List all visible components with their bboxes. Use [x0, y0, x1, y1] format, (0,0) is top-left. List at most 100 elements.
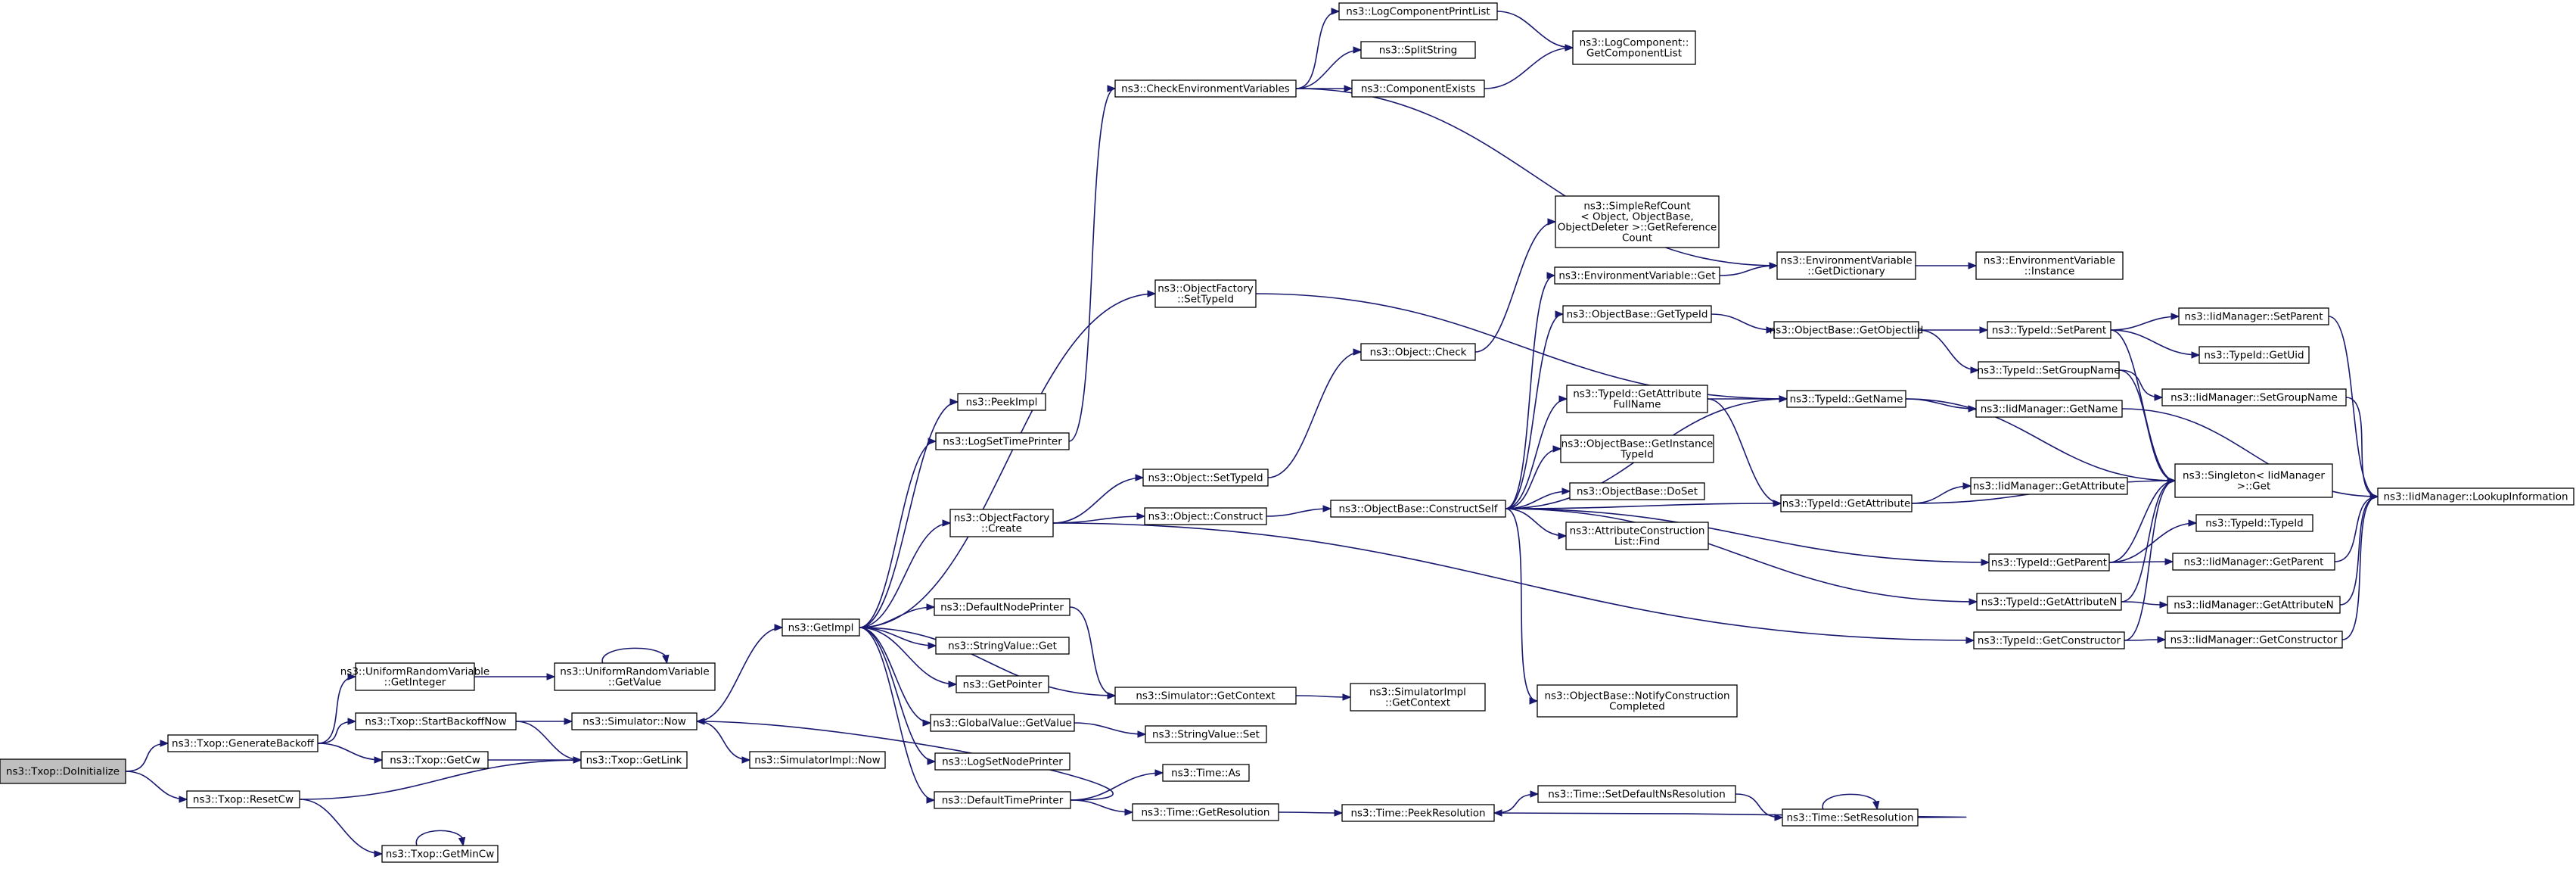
- node-get-cw[interactable]: ns3::Txop::GetCw: [381, 751, 489, 769]
- node-obj-check[interactable]: ns3::Object::Check: [1360, 343, 1476, 361]
- node-sim-get-context[interactable]: ns3::Simulator::GetContext: [1114, 687, 1297, 705]
- node-label: ns3::SplitString: [1379, 45, 1458, 57]
- node-string-value-set[interactable]: ns3::StringValue::Set: [1145, 725, 1267, 743]
- node-gv-get-value[interactable]: ns3::GlobalValue::GetValue: [930, 714, 1075, 732]
- node-ti-set-group-name[interactable]: ns3::TypeId::SetGroupName: [1977, 361, 2121, 379]
- edge-ob-construct-self-to-env-var-get: [1505, 272, 1556, 509]
- node-ti-get-parent[interactable]: ns3::TypeId::GetParent: [1988, 553, 2110, 571]
- node-time-peek-res[interactable]: ns3::Time::PeekResolution: [1341, 804, 1495, 822]
- node-env-var-instance[interactable]: ns3::EnvironmentVariable::Instance: [1975, 251, 2124, 280]
- node-check-env[interactable]: ns3::CheckEnvironmentVariables: [1114, 79, 1297, 98]
- node-simple-ref-count[interactable]: ns3::SimpleRefCount< Object, ObjectBase,…: [1555, 195, 1720, 248]
- node-label: ns3::EnvironmentVariable: [1984, 255, 2115, 267]
- node-ti-get-name[interactable]: ns3::TypeId::GetName: [1786, 390, 1906, 408]
- node-get-link[interactable]: ns3::Txop::GetLink: [580, 751, 688, 769]
- node-iid-get-parent[interactable]: ns3::IidManager::GetParent: [2172, 553, 2335, 571]
- edge-default-node-printer-to-sim-get-context: [1069, 606, 1117, 699]
- edge-env-var-get-to-env-var-get-dict: [1719, 262, 1779, 276]
- edge-ob-get-object-iid-to-ti-set-group-name: [1918, 329, 1980, 374]
- node-do-initialize[interactable]: ns3::Txop::DoInitialize: [0, 758, 126, 784]
- node-of-set-type-id[interactable]: ns3::ObjectFactory::SetTypeId: [1154, 279, 1257, 308]
- node-get-pointer[interactable]: ns3::GetPointer: [956, 675, 1049, 693]
- node-label: ns3::Time::As: [1171, 768, 1241, 780]
- node-ob-notify[interactable]: ns3::ObjectBase::NotifyConstructionCompl…: [1537, 684, 1738, 718]
- node-ti-type-id[interactable]: ns3::TypeId::TypeId: [2195, 514, 2313, 532]
- node-label: ns3::Txop::ResetCw: [193, 794, 294, 806]
- node-log-comp-print-list[interactable]: ns3::LogComponentPrintList: [1338, 2, 1498, 20]
- node-default-node-printer[interactable]: ns3::DefaultNodePrinter: [934, 598, 1070, 616]
- node-of-create[interactable]: ns3::ObjectFactory::Create: [949, 509, 1054, 537]
- node-time-set-def-ns-res[interactable]: ns3::Time::SetDefaultNsResolution: [1537, 785, 1736, 803]
- node-iid-get-constructor[interactable]: ns3::IidManager::GetConstructor: [2164, 631, 2343, 649]
- node-string-value-get[interactable]: ns3::StringValue::Get: [935, 637, 1070, 655]
- node-box: [2161, 388, 2347, 406]
- edge-iid-set-parent-to-iid-lookup: [2328, 316, 2379, 500]
- edge-sim-now-to-get-impl: [696, 624, 784, 722]
- node-ti-get-attribute[interactable]: ns3::TypeId::GetAttribute: [1780, 494, 1913, 512]
- node-default-time-printer[interactable]: ns3::DefaultTimePrinter: [934, 791, 1071, 809]
- edge-get-cw-to-get-link: [488, 756, 583, 764]
- node-sim-impl-get-context[interactable]: ns3::SimulatorImpl::GetContext: [1350, 683, 1486, 712]
- node-obj-set-type-id[interactable]: ns3::Object::SetTypeId: [1142, 469, 1269, 487]
- node-singleton-get[interactable]: ns3::Singleton< IidManager>::Get: [2174, 463, 2333, 498]
- node-label: ns3::ComponentExists: [1361, 83, 1475, 95]
- node-iid-get-name[interactable]: ns3::IidManager::GetName: [1975, 400, 2123, 418]
- node-box: [1351, 79, 1485, 98]
- node-ti-get-uid[interactable]: ns3::TypeId::GetUid: [2198, 346, 2310, 364]
- edge-iid-get-constructor-to-iid-lookup: [2341, 493, 2379, 640]
- node-sim-now[interactable]: ns3::Simulator::Now: [571, 712, 698, 730]
- node-env-var-get-dict[interactable]: ns3::EnvironmentVariable::GetDictionary: [1776, 251, 1916, 280]
- node-get-min-cw[interactable]: ns3::Txop::GetMinCw: [381, 845, 499, 863]
- node-iid-set-group-name[interactable]: ns3::IidManager::SetGroupName: [2161, 388, 2347, 406]
- node-time-get-res[interactable]: ns3::Time::GetResolution: [1132, 803, 1279, 821]
- node-box: [1782, 808, 1919, 827]
- edge-generate-backoff-to-start-backoff-now: [317, 718, 357, 744]
- node-ob-get-object-iid[interactable]: ns3::ObjectBase::GetObjectIid: [1770, 321, 1924, 339]
- node-obj-construct[interactable]: ns3::Object::Construct: [1144, 507, 1267, 525]
- node-ob-do-set[interactable]: ns3::ObjectBase::DoSet: [1569, 482, 1705, 500]
- node-ti-set-parent[interactable]: ns3::TypeId::SetParent: [1987, 321, 2111, 339]
- node-box: [1988, 553, 2110, 571]
- node-iid-get-attribute[interactable]: ns3::IidManager::GetAttribute: [1970, 477, 2128, 495]
- node-peek-impl[interactable]: ns3::PeekImpl: [957, 393, 1046, 411]
- node-sim-impl-now[interactable]: ns3::SimulatorImpl::Now: [749, 751, 886, 769]
- node-reset-cw[interactable]: ns3::Txop::ResetCw: [186, 790, 300, 808]
- node-component-exists[interactable]: ns3::ComponentExists: [1351, 79, 1485, 98]
- node-label: ns3::StringValue::Set: [1152, 729, 1260, 741]
- node-box: [1145, 725, 1267, 743]
- node-label: ns3::TypeId::GetName: [1790, 394, 1903, 406]
- node-time-as[interactable]: ns3::Time::As: [1162, 764, 1250, 782]
- node-iid-lookup[interactable]: ns3::IidManager::LookupInformation: [2377, 487, 2574, 506]
- edge-get-min-cw-to-get-min-cw: [415, 830, 466, 847]
- node-time-set-res[interactable]: ns3::Time::SetResolution: [1782, 808, 1919, 827]
- node-split-string[interactable]: ns3::SplitString: [1360, 41, 1476, 59]
- node-ob-get-type-id[interactable]: ns3::ObjectBase::GetTypeId: [1562, 305, 1712, 323]
- edge-sim-get-context-to-sim-impl-get-context: [1295, 693, 1352, 701]
- node-box: [1555, 195, 1720, 248]
- node-label: ns3::ObjectFactory: [1157, 283, 1254, 295]
- node-ti-get-constructor[interactable]: ns3::TypeId::GetConstructor: [1973, 631, 2125, 649]
- node-box: [381, 751, 489, 769]
- node-log-comp-get-list[interactable]: ns3::LogComponent::GetComponentList: [1572, 30, 1696, 65]
- node-urv-get-integer[interactable]: ns3::UniformRandomVariable::GetInteger: [340, 662, 490, 691]
- node-label: ns3::Txop::StartBackoffNow: [365, 716, 506, 728]
- node-start-backoff-now[interactable]: ns3::Txop::StartBackoffNow: [355, 712, 517, 730]
- node-env-var-get[interactable]: ns3::EnvironmentVariable::Get: [1554, 266, 1720, 285]
- node-box: [1144, 507, 1267, 525]
- node-label: ::Create: [981, 523, 1022, 535]
- node-box: [2172, 553, 2335, 571]
- node-generate-backoff[interactable]: ns3::Txop::GenerateBackoff: [167, 734, 319, 752]
- node-urv-get-value[interactable]: ns3::UniformRandomVariable::GetValue: [554, 662, 716, 691]
- node-get-impl[interactable]: ns3::GetImpl: [782, 618, 860, 637]
- node-label: ns3::Object::Construct: [1148, 511, 1263, 523]
- node-iid-set-parent[interactable]: ns3::IidManager::SetParent: [2178, 307, 2329, 325]
- node-iid-get-attribute-n[interactable]: ns3::IidManager::GetAttributeN: [2167, 596, 2341, 614]
- node-log-set-time-printer[interactable]: ns3::LogSetTimePrinter: [935, 432, 1070, 450]
- node-ob-construct-self[interactable]: ns3::ObjectBase::ConstructSelf: [1330, 500, 1506, 518]
- node-ti-get-attribute-n[interactable]: ns3::TypeId::GetAttributeN: [1976, 593, 2122, 611]
- node-log-set-node-printer[interactable]: ns3::LogSetNodePrinter: [934, 752, 1070, 771]
- node-box: [782, 618, 860, 637]
